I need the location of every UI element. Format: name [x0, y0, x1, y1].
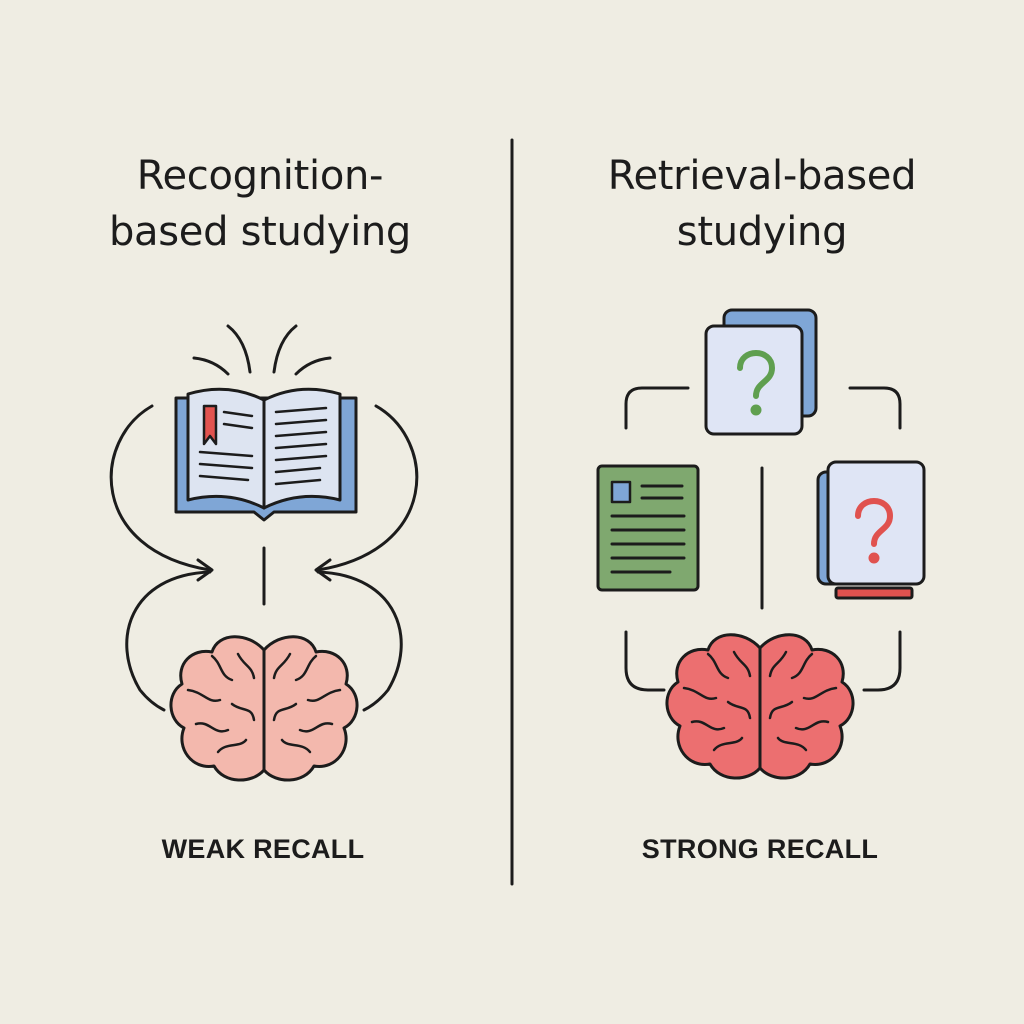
brain-icon	[665, 633, 855, 780]
right-panel-title: Retrieval-based studying	[542, 148, 982, 260]
open-book-icon	[174, 387, 358, 522]
left-title-line2: based studying	[108, 209, 412, 255]
left-panel-title: Recognition- based studying	[40, 148, 480, 260]
question-mark-icon	[855, 498, 893, 564]
weak-recall-caption: WEAK RECALL	[161, 834, 365, 864]
emphasis-marks	[192, 324, 332, 376]
brain-icon	[169, 635, 359, 782]
flashcard-icon	[816, 460, 926, 600]
flashcard-icon	[704, 308, 818, 436]
strong-recall-caption: STRONG RECALL	[641, 834, 879, 864]
right-title-line2: studying	[676, 209, 848, 255]
left-title-line1: Recognition-	[136, 153, 384, 199]
recognition-loop-arrows	[109, 404, 419, 712]
question-mark-icon	[737, 350, 775, 416]
notes-card-icon	[596, 464, 700, 592]
retrieval-connectors	[624, 386, 902, 692]
right-title-line1: Retrieval-based	[607, 153, 917, 199]
